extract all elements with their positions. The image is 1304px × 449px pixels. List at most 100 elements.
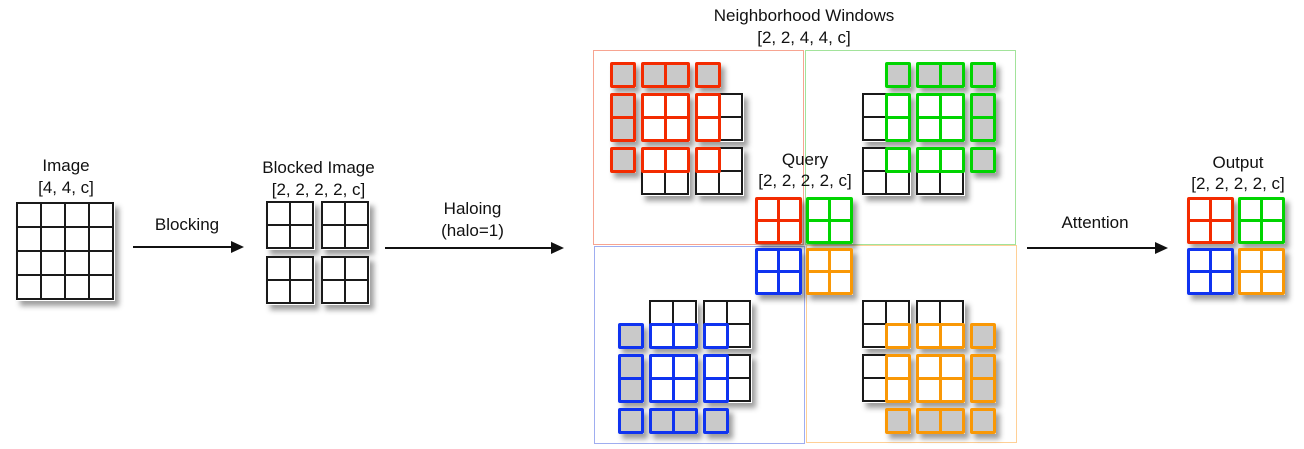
- query-title: Query: [781, 150, 829, 169]
- window-green-group-cell: [970, 62, 996, 88]
- window-blue-group-cell: [618, 377, 644, 403]
- window-red-group-cell: [718, 147, 743, 172]
- window-green-group-cell: [862, 93, 887, 118]
- haloing-label-line2: (halo=1): [441, 221, 504, 240]
- window-orange-group-cell: [916, 377, 942, 403]
- image-title: Image: [42, 156, 90, 175]
- image-grid-cell: [64, 202, 90, 228]
- image-grid-cell: [88, 202, 114, 228]
- window-red-group-cell: [664, 147, 690, 173]
- window-orange-group-cell: [916, 300, 941, 325]
- window-blue-group-cell: [726, 377, 751, 402]
- image-grid-cell: [16, 250, 42, 276]
- blocking-arrow-line: [133, 246, 231, 248]
- query-block-green-cell: [828, 219, 853, 244]
- window-green-group-cell: [885, 62, 911, 88]
- window-orange-group-cell: [970, 323, 996, 349]
- window-orange-group-cell: [885, 300, 910, 325]
- blocked-block-2-cell: [321, 224, 346, 249]
- window-red-group-cell: [718, 170, 743, 195]
- query-block-orange-cell: [828, 248, 853, 273]
- blocked-block-4-cell: [321, 256, 346, 281]
- output-block-orange-cell: [1238, 270, 1263, 295]
- image-grid-cell: [88, 274, 114, 300]
- image-grid-cell: [88, 250, 114, 276]
- image-grid-cell: [16, 202, 42, 228]
- blocked-block-4-cell: [321, 279, 346, 304]
- window-box-orange: [806, 245, 1017, 443]
- image-grid-cell: [40, 226, 66, 252]
- window-blue-group-cell: [672, 323, 698, 349]
- window-red-group-cell: [695, 147, 721, 173]
- image-grid-cell: [40, 250, 66, 276]
- window-red-group-cell: [610, 93, 636, 119]
- window-blue-group-cell: [672, 300, 697, 325]
- window-green-group-cell: [939, 62, 965, 88]
- window-blue-group-cell: [672, 377, 698, 403]
- window-green-group-cell: [939, 93, 965, 119]
- window-green-group-cell: [885, 116, 911, 142]
- window-red-group-cell: [610, 116, 636, 142]
- blocked-block-1-cell: [266, 224, 291, 249]
- blocked-block-3-cell: [266, 279, 291, 304]
- window-blue-group-cell: [672, 408, 698, 434]
- window-orange-group-cell: [970, 377, 996, 403]
- blocked-block-1-cell: [289, 224, 314, 249]
- window-green-group-cell: [862, 170, 887, 195]
- blocked-block-2-cell: [321, 201, 346, 226]
- query-block-red-cell: [777, 219, 802, 244]
- window-green-group-cell: [970, 147, 996, 173]
- blocked-block-3-cell: [289, 279, 314, 304]
- neighborhood-windows-shape: [2, 2, 4, 4, c]: [757, 28, 851, 47]
- query-block-orange-cell: [828, 270, 853, 295]
- window-green-group-cell: [916, 170, 941, 195]
- window-red-group-cell: [664, 170, 689, 195]
- attention-label: Attention: [1061, 213, 1129, 232]
- window-red-group-cell: [695, 116, 721, 142]
- output-block-orange-cell: [1260, 270, 1285, 295]
- blocked-image-shape: [2, 2, 2, 2, c]: [271, 180, 366, 199]
- window-red-group-cell: [641, 170, 666, 195]
- window-orange-group-cell: [885, 408, 911, 434]
- window-red-group-cell: [664, 62, 690, 88]
- neighborhood-windows-title: Neighborhood Windows: [713, 6, 895, 25]
- haloing-arrow-head: [551, 242, 564, 254]
- window-orange-group-cell: [939, 408, 965, 434]
- query-block-green-cell: [806, 219, 831, 244]
- blocked-block-4-cell: [344, 279, 369, 304]
- window-green-group-cell: [970, 116, 996, 142]
- window-green-group-cell: [862, 116, 887, 141]
- window-orange-group-cell: [939, 300, 964, 325]
- window-orange-group-cell: [862, 300, 887, 325]
- output-block-blue-cell: [1209, 248, 1234, 273]
- window-box-red: [593, 50, 804, 245]
- blocked-block-4-cell: [344, 256, 369, 281]
- output-shape: [2, 2, 2, 2, c]: [1191, 174, 1285, 193]
- image-grid-cell: [64, 226, 90, 252]
- window-red-group-cell: [641, 147, 667, 173]
- window-red-group-cell: [610, 147, 636, 173]
- query-block-red-cell: [755, 219, 780, 244]
- image-grid-cell: [88, 226, 114, 252]
- window-red-group-cell: [610, 62, 636, 88]
- output-block-blue-cell: [1209, 270, 1234, 295]
- window-blue-group-cell: [703, 300, 728, 325]
- window-blue-group-cell: [726, 354, 751, 379]
- window-orange-group-cell: [885, 323, 911, 349]
- window-red-group-cell: [695, 62, 721, 88]
- haloing-label-line1: Haloing: [443, 199, 502, 218]
- image-grid-cell: [40, 202, 66, 228]
- output-title: Output: [1212, 153, 1264, 172]
- image-grid-cell: [16, 226, 42, 252]
- window-blue-group-cell: [726, 323, 751, 348]
- window-red-group-cell: [718, 116, 743, 141]
- window-blue-group-cell: [649, 377, 675, 403]
- window-blue-group-cell: [618, 408, 644, 434]
- attention-arrow-line: [1027, 247, 1155, 249]
- window-orange-group-cell: [862, 354, 887, 379]
- window-blue-group-cell: [703, 408, 729, 434]
- blocking-label: Blocking: [154, 215, 220, 234]
- blocked-block-2-cell: [344, 224, 369, 249]
